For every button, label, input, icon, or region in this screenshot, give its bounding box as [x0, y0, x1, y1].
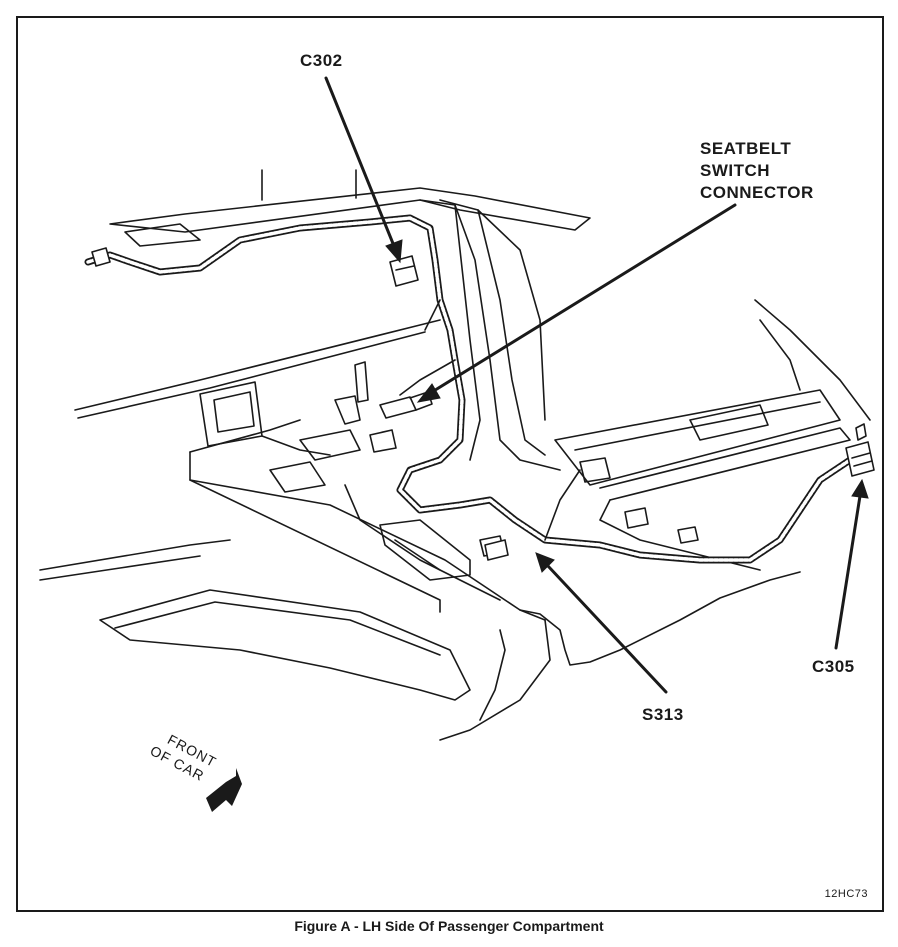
- anchor-posts: [334, 361, 699, 557]
- c305-leader-arrow: [834, 478, 869, 650]
- seatbelt-label-line1: SEATBELT: [700, 139, 792, 158]
- splice-s313-body: [484, 539, 509, 561]
- seat-base: [99, 589, 471, 701]
- c302-leader-arrow: [324, 76, 403, 264]
- figure-caption: Figure A - LH Side Of Passenger Compartm…: [294, 918, 604, 934]
- left-end-connector: [91, 247, 111, 267]
- connector-c302-body: [389, 255, 419, 287]
- seatbelt-retractor: [199, 381, 331, 456]
- connector-c305-body: [845, 423, 875, 477]
- quarter-panel: [74, 299, 871, 421]
- seatbelt-label-line2: SWITCH: [700, 161, 771, 180]
- figure-frame: 12HC73: [16, 16, 884, 912]
- seatbelt-leader-arrow: [416, 203, 737, 403]
- label-c305: C305: [812, 657, 855, 676]
- door-pillar: [419, 199, 561, 471]
- console-bracket: [269, 429, 471, 581]
- label-s313: S313: [642, 705, 684, 724]
- label-c302: C302: [300, 51, 343, 70]
- wiring-harness: [84, 214, 854, 564]
- front-of-car-arrow: [206, 768, 242, 812]
- s313-leader-arrow: [535, 552, 668, 694]
- label-seatbelt-switch-connector: SEATBELT SWITCH CONNECTOR: [700, 138, 814, 204]
- floor-sill: [39, 419, 801, 741]
- drawing-code: 12HC73: [824, 888, 868, 900]
- upper-rear-panel: [109, 169, 591, 247]
- rear-crossmember: [554, 389, 851, 571]
- seatbelt-label-line3: CONNECTOR: [700, 183, 814, 202]
